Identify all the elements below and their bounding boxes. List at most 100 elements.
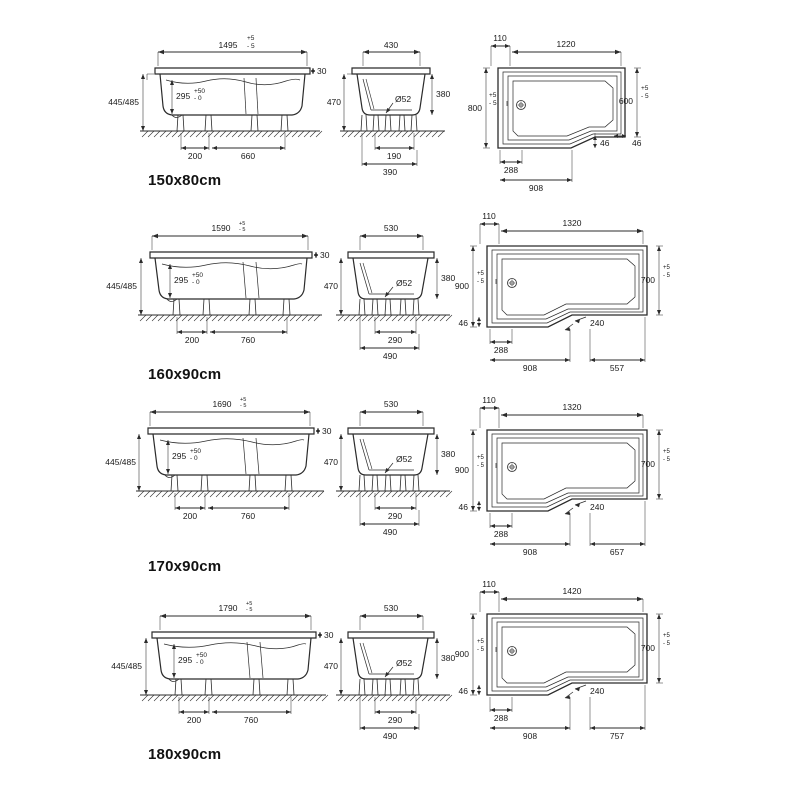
dim-waste-diameter: Ø52: [395, 94, 411, 104]
dim-overall-width: 900: [455, 465, 469, 475]
dim-depth-tol-plus: +50: [190, 448, 201, 455]
dim-end-leg-b: 490: [383, 351, 397, 361]
dim-narrow-tol-plus: +5: [663, 633, 671, 639]
dim-overall-length: 1495: [219, 40, 238, 50]
dim-step-b: 46: [632, 138, 642, 148]
dim-angle-run: 240: [590, 318, 604, 328]
dim-angle-run: 240: [590, 686, 604, 696]
dim-internal-depth: 295: [172, 451, 186, 461]
dim-tol-plus: +5: [240, 397, 246, 403]
dim-rim-thickness: 30: [324, 630, 334, 640]
dim-height-range: 445/485: [108, 97, 139, 107]
dim-narrow-tol-minus: - 5: [663, 457, 671, 463]
dim-waste-diameter: Ø52: [396, 658, 412, 668]
dim-height-range: 445/485: [106, 281, 137, 291]
dim-rim-thickness: 30: [320, 250, 330, 260]
dim-end-leg-a: 290: [388, 511, 402, 521]
dim-width-tol-minus: - 5: [489, 100, 497, 107]
dim-internal-depth: 295: [174, 275, 188, 285]
dim-waste-diameter: Ø52: [396, 278, 412, 288]
dim-inner-length: 1220: [557, 39, 576, 49]
dim-body-height: 380: [441, 653, 455, 663]
dim-overall-width: 900: [455, 281, 469, 291]
dim-step-a: 46: [459, 318, 469, 328]
dim-narrow-width: 700: [641, 275, 655, 285]
dim-end-leg-a: 290: [388, 335, 402, 345]
dim-end-leg-b: 490: [383, 731, 397, 741]
dim-narrow-width: 600: [619, 96, 633, 106]
dim-short-run: 657: [610, 547, 624, 557]
dim-short-run: 557: [610, 363, 624, 373]
plan-view-170x90: 110 1320 900 +5 - 5: [455, 395, 671, 557]
dim-edge-offset: 110: [482, 395, 496, 405]
dim-overall-length: 1790: [219, 603, 238, 613]
dim-body-height: 380: [441, 449, 455, 459]
end-elevation-170x90: Ø52: [324, 399, 456, 537]
dim-narrow-tol-minus: - 5: [641, 93, 649, 100]
end-elevation-150x80: Ø52: [327, 40, 451, 177]
dim-tol-plus: +5: [246, 601, 252, 607]
dim-inner-length: 1320: [563, 218, 582, 228]
dim-top-width: 530: [384, 603, 398, 613]
dim-end-height: 470: [324, 281, 338, 291]
dim-narrow-width: 700: [641, 643, 655, 653]
dim-narrow-tol-plus: +5: [663, 265, 671, 271]
dim-inner-length: 1320: [563, 402, 582, 412]
row-1-svg: 1495 +5 - 5 30 445/485: [108, 33, 649, 193]
dim-depth-tol-plus: +50: [194, 88, 205, 95]
row-title-160x90: 160x90cm: [148, 366, 222, 383]
dim-depth-tol-minus: - 0: [194, 95, 202, 102]
row-title-150x80: 150x80cm: [148, 172, 222, 189]
dim-edge-offset: 110: [482, 579, 496, 589]
dim-front-panel: 288: [504, 165, 518, 175]
dim-narrow-tol-minus: - 5: [663, 273, 671, 279]
dim-step-a: 46: [459, 502, 469, 512]
dim-depth-tol-plus: +50: [192, 272, 203, 279]
dim-height-range: 445/485: [111, 661, 142, 671]
dim-rim-thickness: 30: [322, 426, 332, 436]
dim-width-tol-plus: +5: [477, 455, 485, 461]
dim-width-tol-minus: - 5: [477, 647, 485, 653]
row-2-svg: 1590 +5 - 5 30 445/485 295 +50: [106, 211, 671, 373]
drawing-row-150x80: 1495 +5 - 5 30 445/485: [0, 0, 800, 200]
dim-end-height: 470: [327, 97, 341, 107]
dim-narrow-width: 700: [641, 459, 655, 469]
dim-end-leg-b: 490: [383, 527, 397, 537]
dim-depth-tol-plus: +50: [196, 652, 207, 659]
drawing-row-160x90: 1590 +5 - 5 30 445/485 295 +50: [0, 190, 800, 390]
side-elevation-170x90: 1690 +5 - 5 30 445/485 295 +50: [105, 397, 331, 521]
dim-narrow-tol-minus: - 5: [663, 641, 671, 647]
dim-depth-tol-minus: - 0: [190, 455, 198, 462]
dim-rim-thickness: 30: [317, 66, 327, 76]
dim-leg-b: 760: [241, 511, 255, 521]
dim-front-panel: 288: [494, 713, 508, 723]
dim-short-run: 757: [610, 731, 624, 741]
dim-leg-b: 660: [241, 151, 255, 161]
dim-long-run: 908: [523, 363, 537, 373]
dim-edge-offset: 110: [482, 211, 496, 221]
dim-end-leg-a: 290: [388, 715, 402, 725]
dim-tol-minus: - 5: [239, 227, 245, 233]
dim-front-panel: 288: [494, 529, 508, 539]
dim-leg-a: 200: [187, 715, 201, 725]
dim-top-width: 530: [384, 223, 398, 233]
dim-end-leg-a: 190: [387, 151, 401, 161]
dim-height-range: 445/485: [105, 457, 136, 467]
dim-overall-width: 900: [455, 649, 469, 659]
dim-leg-a: 200: [183, 511, 197, 521]
dim-angle-run: 240: [590, 502, 604, 512]
dim-leg-a: 200: [185, 335, 199, 345]
plan-view-150x80: 110 1220 800 +5 - 5: [468, 33, 649, 193]
dim-width-tol-plus: +5: [489, 92, 497, 99]
side-elevation-150x80: 1495 +5 - 5 30 445/485: [108, 35, 326, 161]
dim-tol-plus: +5: [239, 221, 245, 227]
dim-leg-a: 200: [188, 151, 202, 161]
dim-step-a: 46: [600, 138, 610, 148]
dim-body-height: 380: [441, 273, 455, 283]
dim-depth-tol-minus: - 0: [196, 659, 204, 666]
dim-width-tol-minus: - 5: [477, 463, 485, 469]
plan-view-180x90: 110 1420 900 +5 - 5: [455, 579, 671, 741]
dim-body-height: 380: [436, 89, 450, 99]
dim-front-panel: 288: [494, 345, 508, 355]
